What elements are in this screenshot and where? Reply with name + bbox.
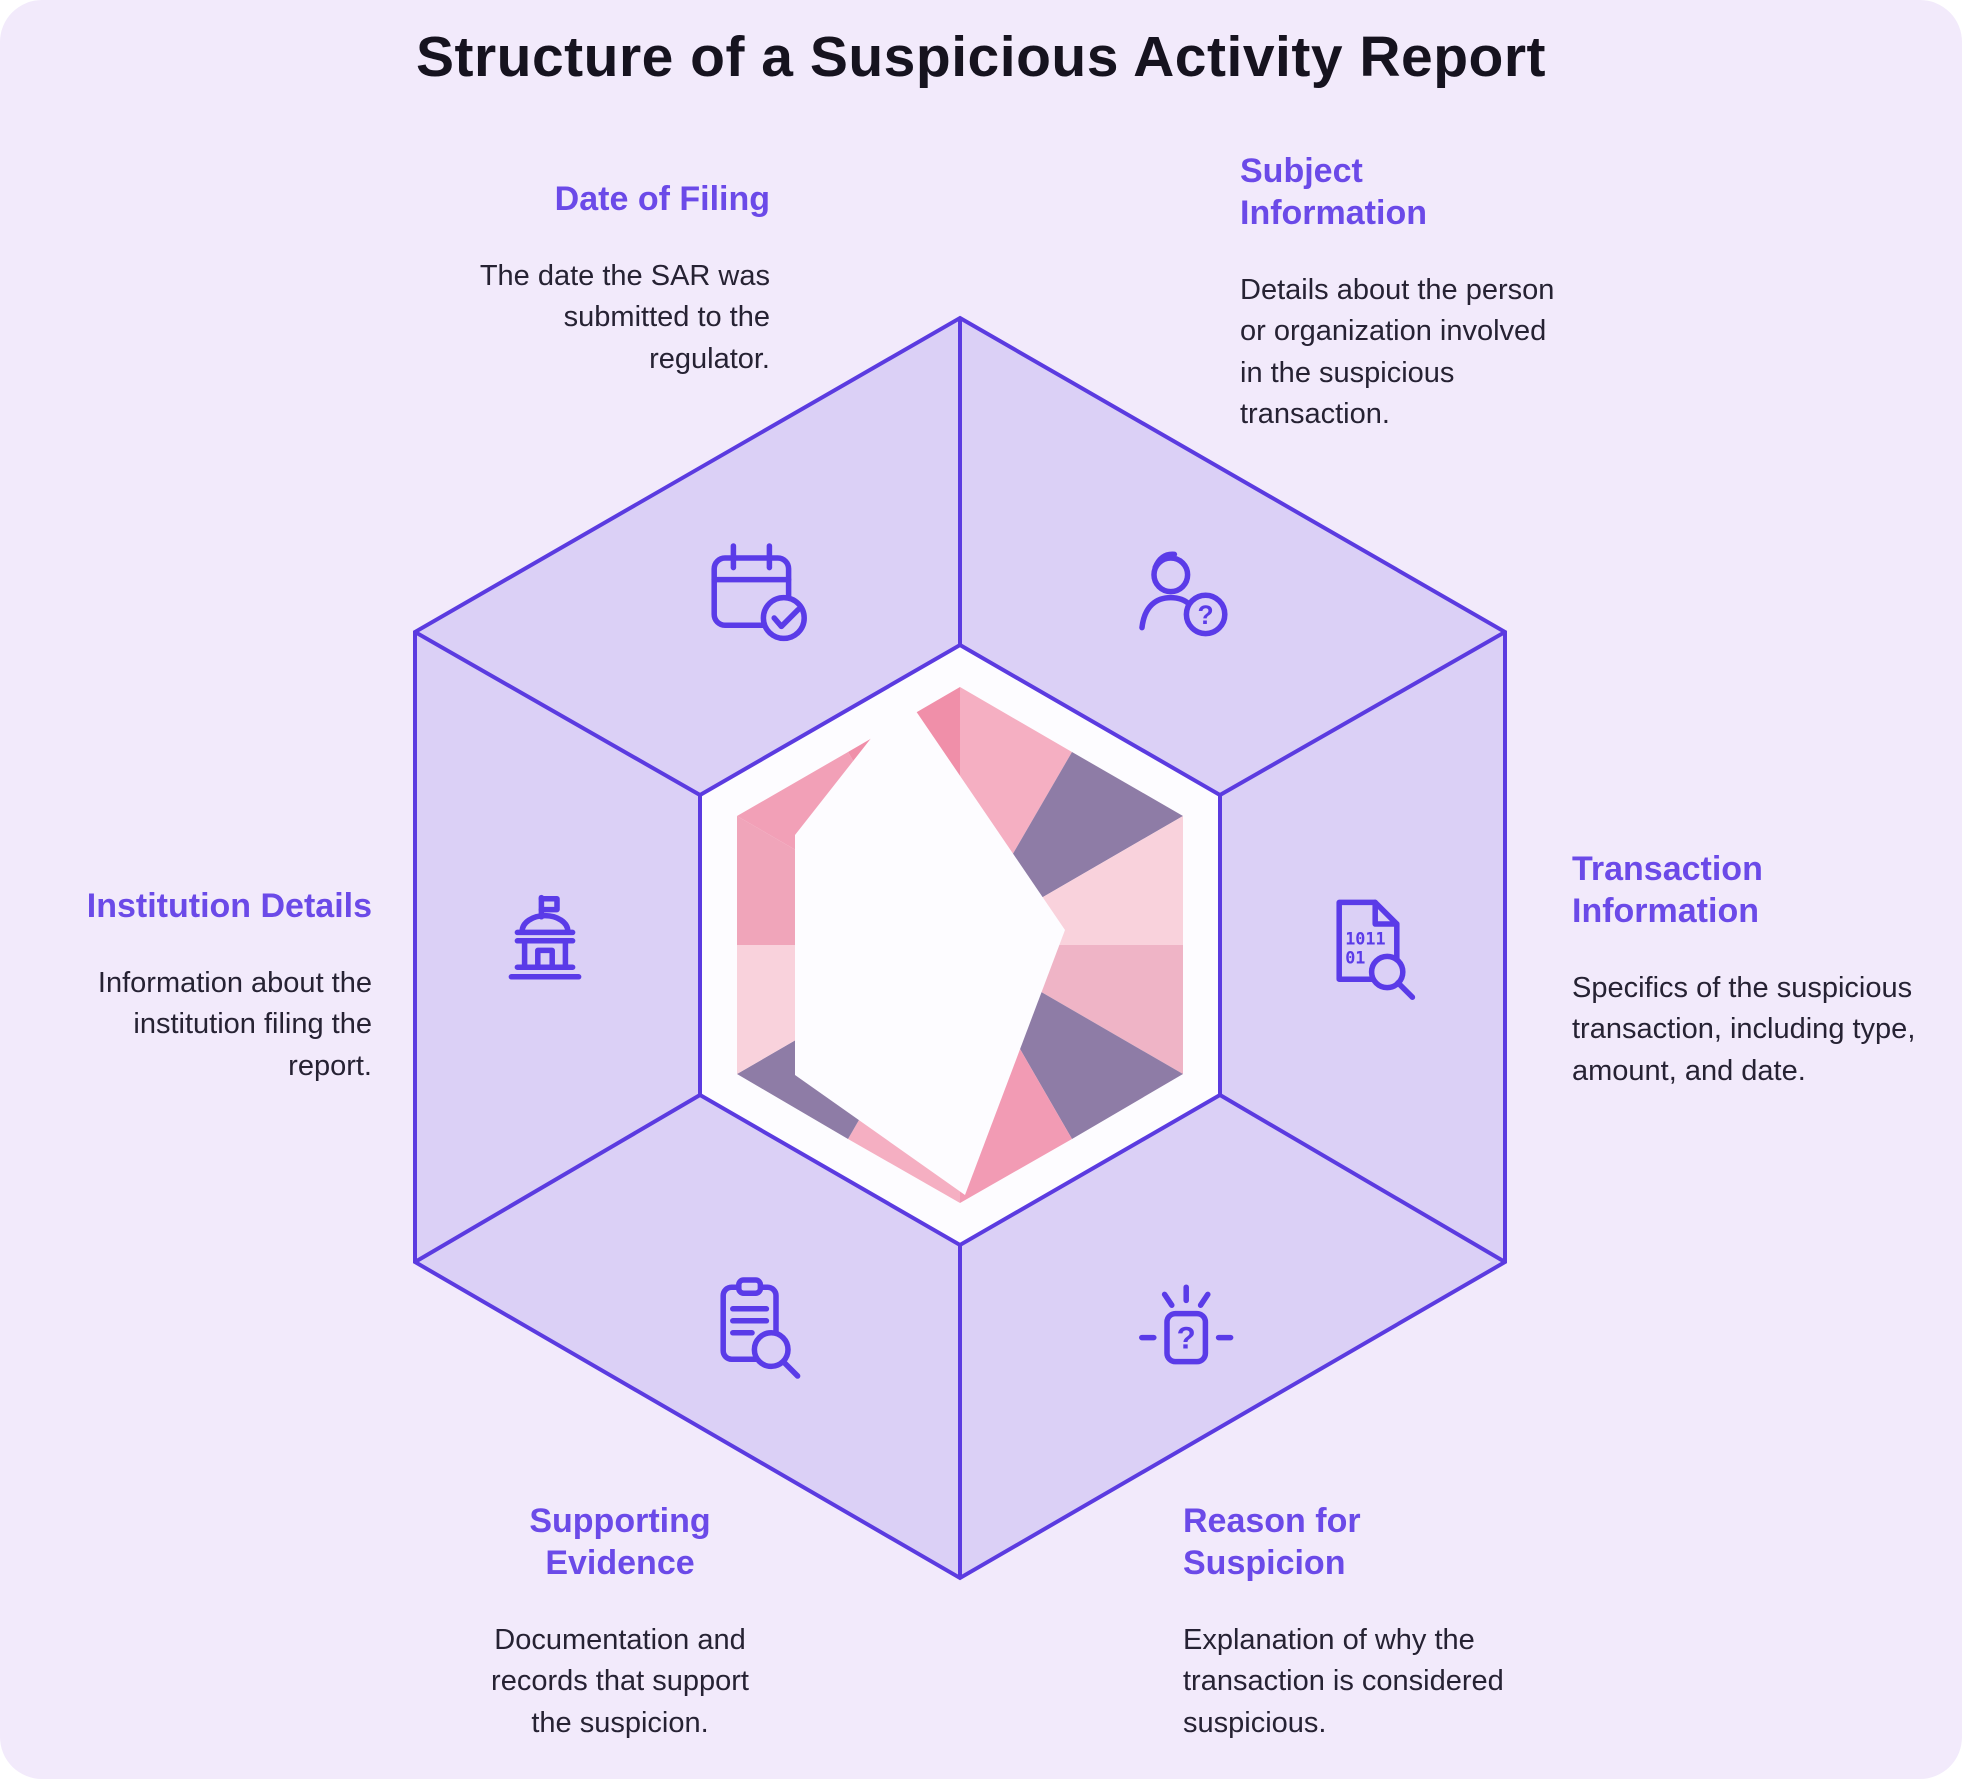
section-institution-details: Institution Details Information about th… <box>32 885 372 1087</box>
section-heading: Supporting Evidence <box>529 1502 711 1583</box>
section-description: The date the SAR was submitted to the re… <box>479 260 770 375</box>
section-description: Information about the institution filing… <box>97 967 372 1082</box>
svg-text:?: ? <box>1198 600 1214 630</box>
section-description: Details about the person or organization… <box>1240 274 1555 430</box>
svg-text:?: ? <box>1177 1320 1196 1355</box>
center-logo <box>737 687 1183 1203</box>
person-question-icon: ? <box>1118 534 1238 654</box>
bank-building-icon <box>485 888 605 1008</box>
section-description: Documentation and records that support t… <box>491 1624 749 1739</box>
section-heading: Transaction Information <box>1572 850 1763 931</box>
section-description: Specifics of the suspicious transaction,… <box>1572 972 1916 1087</box>
section-supporting-evidence: Supporting Evidence Documentation and re… <box>440 1500 800 1744</box>
section-heading: Institution Details <box>86 887 372 925</box>
binary-document-search-icon: 1011 01 <box>1308 888 1428 1008</box>
calendar-check-icon <box>695 534 815 654</box>
hexagon-spokes <box>413 318 1507 1578</box>
svg-text:01: 01 <box>1345 948 1365 968</box>
section-heading: Subject Information <box>1240 152 1427 233</box>
page-title: Structure of a Suspicious Activity Repor… <box>415 25 1547 89</box>
question-alert-icon: ? <box>1125 1268 1245 1388</box>
section-transaction-information: Transaction Information Specifics of the… <box>1572 848 1932 1092</box>
section-heading: Reason for Suspicion <box>1183 1502 1361 1583</box>
clipboard-search-icon <box>692 1268 812 1388</box>
section-subject-information: Subject Information Details about the pe… <box>1240 150 1570 435</box>
section-date-of-filing: Date of Filing The date the SAR was subm… <box>450 178 770 380</box>
section-reason-for-suspicion: Reason for Suspicion Explanation of why … <box>1183 1500 1543 1744</box>
logo-white-facet <box>795 695 1065 1195</box>
svg-text:1011: 1011 <box>1345 928 1385 948</box>
section-heading: Date of Filing <box>554 180 770 218</box>
section-description: Explanation of why the transaction is co… <box>1183 1624 1504 1739</box>
